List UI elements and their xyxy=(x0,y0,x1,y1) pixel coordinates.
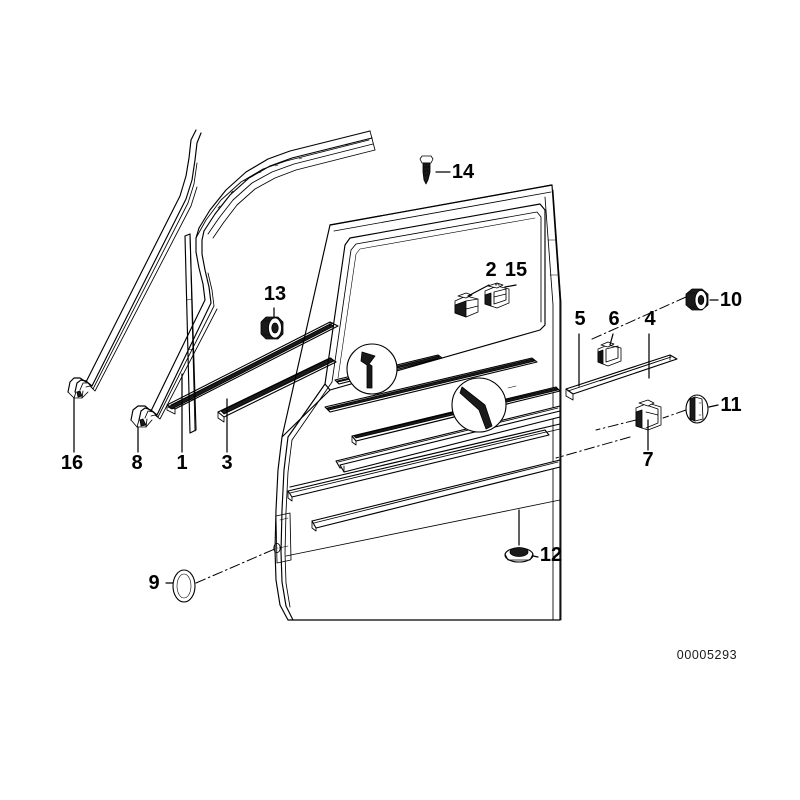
leader-lines xyxy=(73,171,719,584)
part-12-drain-grommet xyxy=(504,547,534,563)
part-11-oval-plug xyxy=(685,394,709,424)
location-dash-leaders xyxy=(195,296,687,584)
part-10-hex-nut xyxy=(685,288,709,311)
door-panel-outline xyxy=(273,184,562,621)
part-3-window-guide-strip xyxy=(217,357,337,423)
callout-9: 9 xyxy=(148,572,159,594)
callout-2: 2 xyxy=(485,259,496,281)
callout-11: 11 xyxy=(720,394,741,416)
part-6-retaining-clip xyxy=(597,341,622,367)
callout-8: 8 xyxy=(131,452,142,474)
callout-12: 12 xyxy=(540,544,562,566)
callout-7: 7 xyxy=(642,449,653,471)
callout-5: 5 xyxy=(574,308,585,330)
callout-1: 1 xyxy=(176,452,187,474)
callout-3: 3 xyxy=(221,452,232,474)
part-16-window-frame-seal-outer xyxy=(67,129,202,399)
seal-texture xyxy=(217,143,350,209)
callout-13: 13 xyxy=(264,283,286,305)
part-9-oval-blanking-plug xyxy=(172,569,196,603)
part-1-window-belt-molding xyxy=(166,321,339,415)
callout-14: 14 xyxy=(452,161,475,183)
part-13-barrel-clip xyxy=(260,316,284,340)
part-7-c-clip xyxy=(635,399,662,431)
callout-6: 6 xyxy=(608,308,619,330)
lower-side-moldings xyxy=(287,405,561,532)
diagram-reference-code: 00005293 xyxy=(677,648,737,662)
part-2-molding-clip xyxy=(454,292,479,318)
callout-16: 16 xyxy=(61,452,83,474)
callout-15: 15 xyxy=(505,259,527,281)
window-frame-vertical-pillar xyxy=(184,233,197,434)
detail-circle-section-b xyxy=(451,377,507,433)
part-15-molding-clip-wide xyxy=(484,282,510,309)
callout-10: 10 xyxy=(720,289,742,311)
callout-4: 4 xyxy=(644,308,656,330)
window-frame-seal-upper-run xyxy=(195,130,376,239)
detail-circle-section-a xyxy=(346,343,398,395)
callout-labels: 16 8 1 3 13 14 2 15 5 6 4 10 11 7 9 12 xyxy=(61,161,742,594)
part-14-push-pin-rivet xyxy=(419,155,434,185)
